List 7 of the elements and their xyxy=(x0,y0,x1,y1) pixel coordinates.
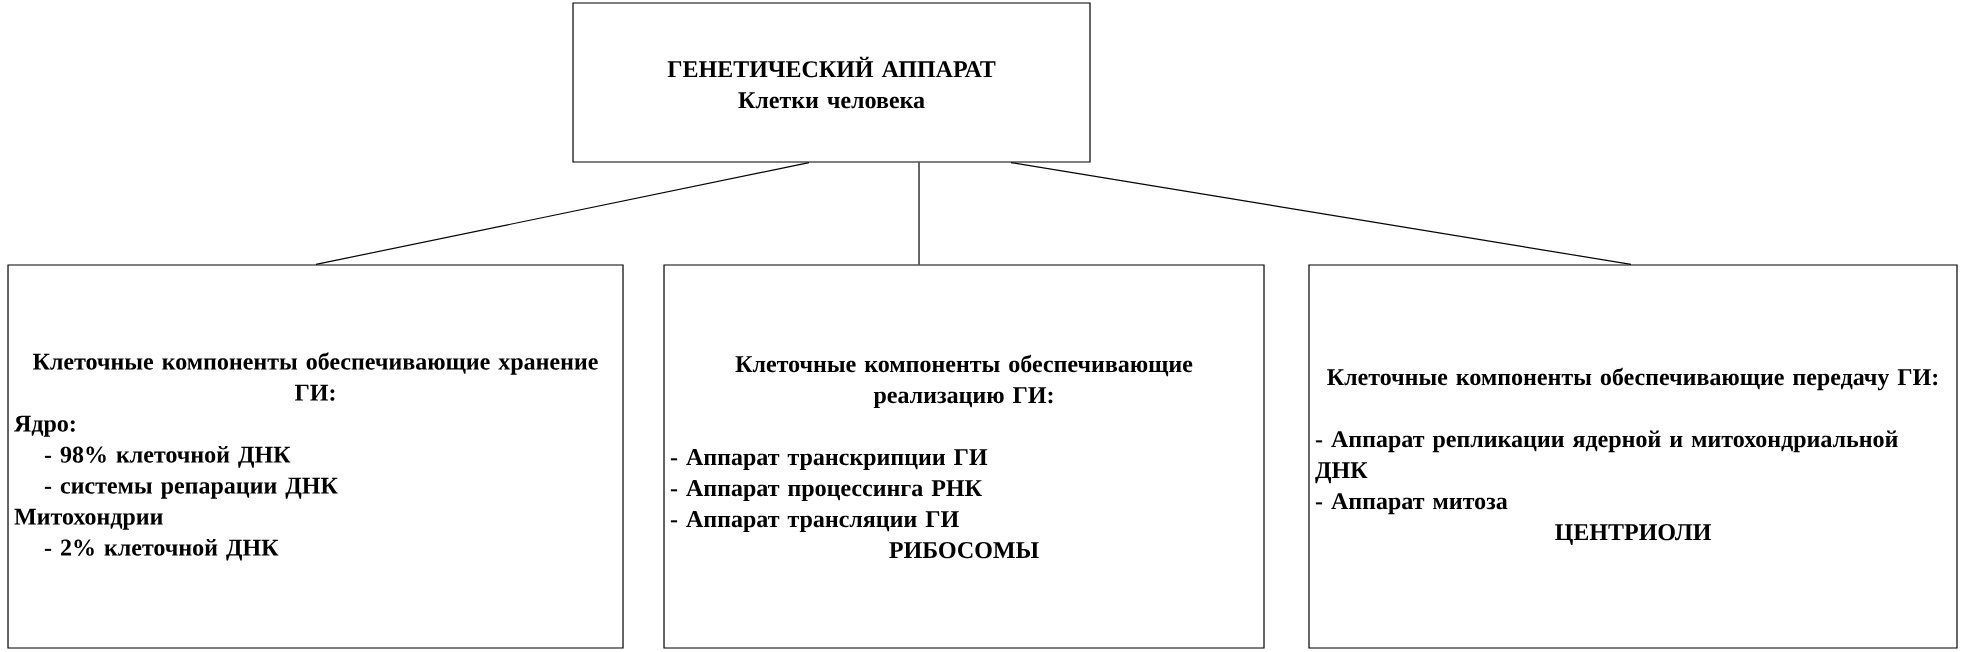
connector-line xyxy=(315,162,810,265)
component-box: Клеточные компоненты обеспечивающие реализацию ГИ: - Аппарат транскрипции ГИ - Аппарат процессинга РНК - Аппарат трансляции ГИ РИБОСОМЫ xyxy=(663,264,1265,649)
connector-line xyxy=(918,162,920,265)
component-box: Клеточные компоненты обеспечивающие передачу ГИ: - Аппарат репликации ядерной и митохондриальной ДНК - Аппарат митоза ЦЕНТРИОЛИ xyxy=(1308,264,1958,649)
connector-line xyxy=(1010,162,1632,265)
component-box: Клеточные компоненты обеспечивающие хранение ГИ: Ядро: - 98% клеточной ДНК - системы репарации ДНК Митохондрии - 2% клеточной ДНК xyxy=(7,264,624,649)
title-box: ГЕНЕТИЧЕСКИЙ АППАРАТ Клетки человека xyxy=(572,2,1091,163)
